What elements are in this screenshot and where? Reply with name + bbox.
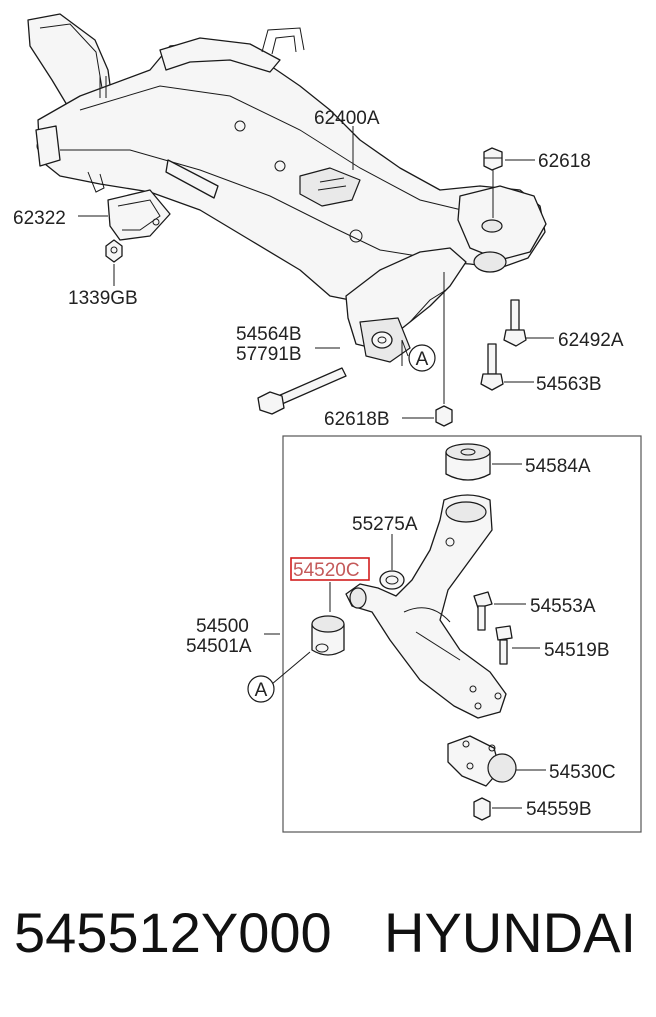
- label-54520C: 54520C: [293, 560, 360, 581]
- reference-a-top-text: A: [416, 349, 429, 370]
- label-54530C: 54530C: [549, 762, 616, 783]
- label-54519B: 54519B: [544, 640, 610, 661]
- brand-name: HYUNDAI: [384, 901, 637, 964]
- bolt-54563B: [480, 343, 504, 391]
- label-54563B: 54563B: [536, 374, 602, 395]
- bushing-54584A: [445, 443, 491, 481]
- label-62492A: 62492A: [558, 330, 624, 351]
- bolt-62492A: [503, 299, 527, 347]
- bolt-54519B: [495, 625, 513, 665]
- reference-marker-a-bottom: A: [247, 675, 275, 703]
- label-57791B: 57791B: [236, 344, 302, 365]
- nut-54559B: [473, 797, 491, 821]
- bolt-54564B: [257, 367, 347, 415]
- control-arm-group-box: [282, 435, 642, 833]
- reference-a-bottom-text: A: [255, 680, 268, 701]
- parts-diagram: 62400A 62618 62322 1339GB 54564B 57791B …: [13, 13, 642, 833]
- ball-joint-54530C: [447, 735, 517, 787]
- reference-marker-a-top: A: [408, 344, 436, 372]
- subframe-crossmember: [27, 13, 547, 363]
- part-number: 545512Y000: [14, 901, 332, 964]
- lower-control-arm: [345, 494, 507, 719]
- bushing-54520C: [311, 615, 345, 656]
- label-55275A: 55275A: [352, 514, 418, 535]
- leader-lines: [78, 126, 554, 809]
- footer-caption: 545512Y000 HYUNDAI: [0, 900, 656, 980]
- washer-55275A: [379, 570, 405, 590]
- bracket-62322: [107, 189, 171, 241]
- highlight-box-54520C: [290, 557, 370, 581]
- nut-1339GB: [105, 239, 123, 263]
- label-54501A: 54501A: [186, 636, 252, 657]
- bolt-54553A: [473, 591, 493, 631]
- label-54553A: 54553A: [530, 596, 596, 617]
- label-1339GB: 1339GB: [68, 288, 138, 309]
- label-54584A: 54584A: [525, 456, 591, 477]
- label-62618B: 62618B: [324, 409, 390, 430]
- nut-62618B: [435, 405, 453, 427]
- label-54500: 54500: [196, 616, 249, 637]
- nut-62618: [483, 147, 503, 171]
- label-62618: 62618: [538, 151, 591, 172]
- label-62322: 62322: [13, 208, 66, 229]
- label-54564B: 54564B: [236, 324, 302, 345]
- label-54559B: 54559B: [526, 799, 592, 820]
- label-62400A: 62400A: [314, 108, 380, 129]
